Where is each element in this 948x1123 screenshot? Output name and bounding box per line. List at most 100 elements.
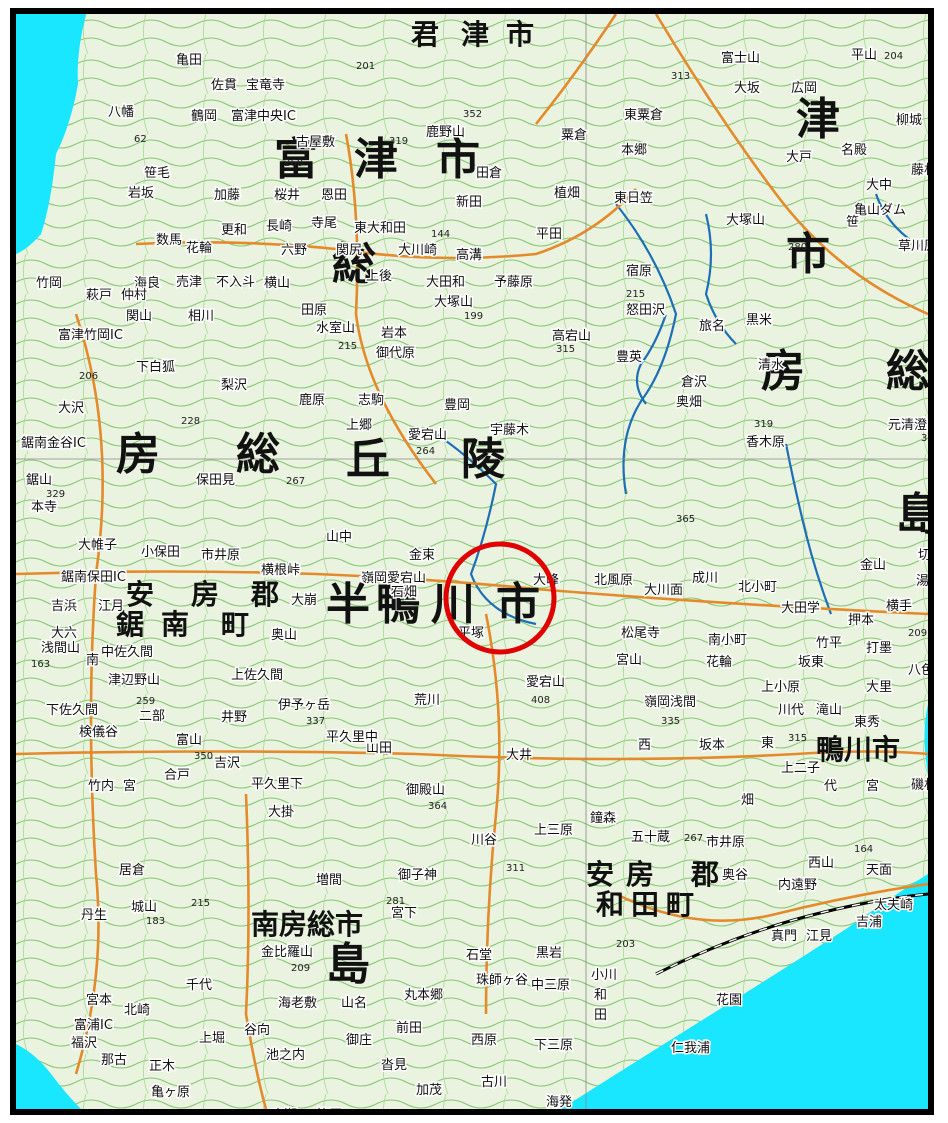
place-label: 関尻	[336, 243, 362, 258]
elevation-label: 215	[191, 898, 210, 909]
place-label: 東大和田	[354, 220, 406, 236]
elevation-label: 259	[136, 696, 155, 707]
region-label: 陵	[461, 434, 505, 485]
elevation-label: 144	[431, 229, 450, 240]
place-label: 北崎	[124, 1003, 150, 1018]
elevation-label: 311	[506, 863, 525, 874]
place-label: 上二子	[781, 761, 820, 776]
place-label: 広岡	[791, 81, 817, 96]
municipality-label: 安	[586, 858, 614, 891]
place-label: 花輪	[706, 654, 732, 670]
place-label: 上小原	[761, 680, 800, 695]
railway-uchibo-sotobo	[655, 892, 928, 976]
place-label: 黒米	[746, 313, 772, 328]
elevation-label: 319	[389, 136, 408, 147]
place-label: 城山	[131, 900, 157, 915]
elevation-label: 62	[134, 134, 147, 145]
place-label: 竹原	[316, 1108, 342, 1109]
place-label: 畑	[741, 793, 754, 808]
place-label: 大田学	[781, 600, 820, 616]
elevation-label: 364	[428, 801, 447, 812]
region-label: 島	[896, 489, 928, 540]
place-label: 大掛	[268, 805, 294, 820]
place-label: 御子神	[398, 868, 437, 883]
elevation-label: 199	[464, 311, 483, 322]
place-label: 磯村	[911, 778, 928, 793]
place-label: 御殿山	[406, 783, 445, 798]
sea-pacific	[561, 874, 928, 1109]
municipality-label: 津	[461, 18, 489, 51]
elevation-label: 408	[531, 695, 550, 706]
place-label: 宮	[123, 778, 136, 794]
place-label: 福沢	[71, 1036, 97, 1051]
place-label: 吉沢	[214, 756, 240, 771]
place-label: 田	[594, 1008, 607, 1023]
place-label: 宝竜寺	[246, 78, 285, 93]
place-label: 五十蔵	[631, 830, 670, 845]
place-label: 金束	[409, 547, 435, 563]
place-label: 下佐久間	[46, 703, 98, 718]
place-label: 大川面	[644, 583, 683, 598]
place-label: 千代	[186, 978, 212, 993]
region-label: 総	[236, 429, 280, 480]
place-label: 宮山	[616, 652, 642, 668]
municipality-label: 市	[506, 18, 534, 51]
place-label: 内遠野	[778, 877, 817, 893]
place-name-labels: 亀田佐貫宝竜寺八幡鶴岡富津中央IC古屋敷鹿野山笹毛田倉岩坂加藤桜井恩田新田植畑東…	[20, 47, 929, 1110]
region-label: 房	[761, 346, 805, 397]
place-label: 大帷子	[78, 538, 117, 553]
place-label: 草川原	[898, 239, 928, 254]
place-label: 石畑	[391, 585, 417, 600]
municipality-label: 町	[666, 888, 694, 921]
place-label: 丸本郷	[404, 988, 443, 1003]
place-label: 市井原	[706, 834, 745, 850]
elevation-label: 281	[386, 896, 405, 907]
place-label: 坂東	[798, 654, 824, 670]
place-label: 東	[761, 735, 774, 751]
elevation-label: 335	[661, 716, 680, 727]
place-label: 倉沢	[681, 375, 707, 390]
place-label: 元清澄山	[888, 418, 928, 433]
place-label: 増間	[316, 873, 342, 888]
place-label: 北小町	[738, 580, 777, 595]
place-label: 中佐久間	[101, 645, 153, 660]
place-label: 横山	[264, 276, 290, 291]
region-label: 総	[886, 346, 928, 397]
place-label: 笹毛	[144, 165, 170, 181]
elevation-label: 267	[286, 476, 305, 487]
municipality-label: 安	[126, 578, 154, 611]
map-grid-lines	[16, 14, 928, 1109]
place-label: 大塚山	[726, 213, 765, 228]
elevation-label: 267	[684, 833, 703, 844]
place-label: 富津中央IC	[231, 108, 296, 124]
place-label: 山中	[326, 530, 352, 545]
place-label: 藤林	[911, 163, 928, 178]
place-label: 売津	[176, 274, 202, 290]
place-label: 海発	[546, 1095, 572, 1109]
place-label: 荒川	[414, 693, 440, 708]
place-label: 横根峠	[261, 563, 300, 578]
place-label: 中三原	[531, 978, 570, 993]
place-label: 八色	[908, 662, 928, 678]
place-label: 佐貫	[211, 78, 237, 93]
place-label: 大田和	[426, 275, 465, 290]
place-label: 大塚山	[434, 295, 473, 310]
place-label: 六野	[281, 243, 307, 258]
municipality-label: 郡	[690, 858, 719, 891]
place-label: 川谷	[471, 833, 497, 848]
place-label: 岩坂	[128, 186, 154, 201]
place-label: 竹平	[816, 636, 842, 651]
municipality-label: 房	[191, 578, 219, 611]
place-label: 正木	[149, 1059, 175, 1074]
place-label: 宮本	[86, 992, 112, 1008]
place-label: 鐘森	[590, 810, 616, 826]
place-label: 田原	[301, 303, 327, 318]
place-label: 黒岩	[536, 946, 562, 961]
place-label: 奥山	[271, 628, 297, 643]
place-label: 大六	[51, 626, 77, 641]
place-label: 花輪	[186, 240, 212, 256]
municipality-label: 房	[626, 858, 654, 891]
elevation-label: 209	[908, 628, 927, 639]
place-label: 東粟倉	[624, 107, 663, 123]
